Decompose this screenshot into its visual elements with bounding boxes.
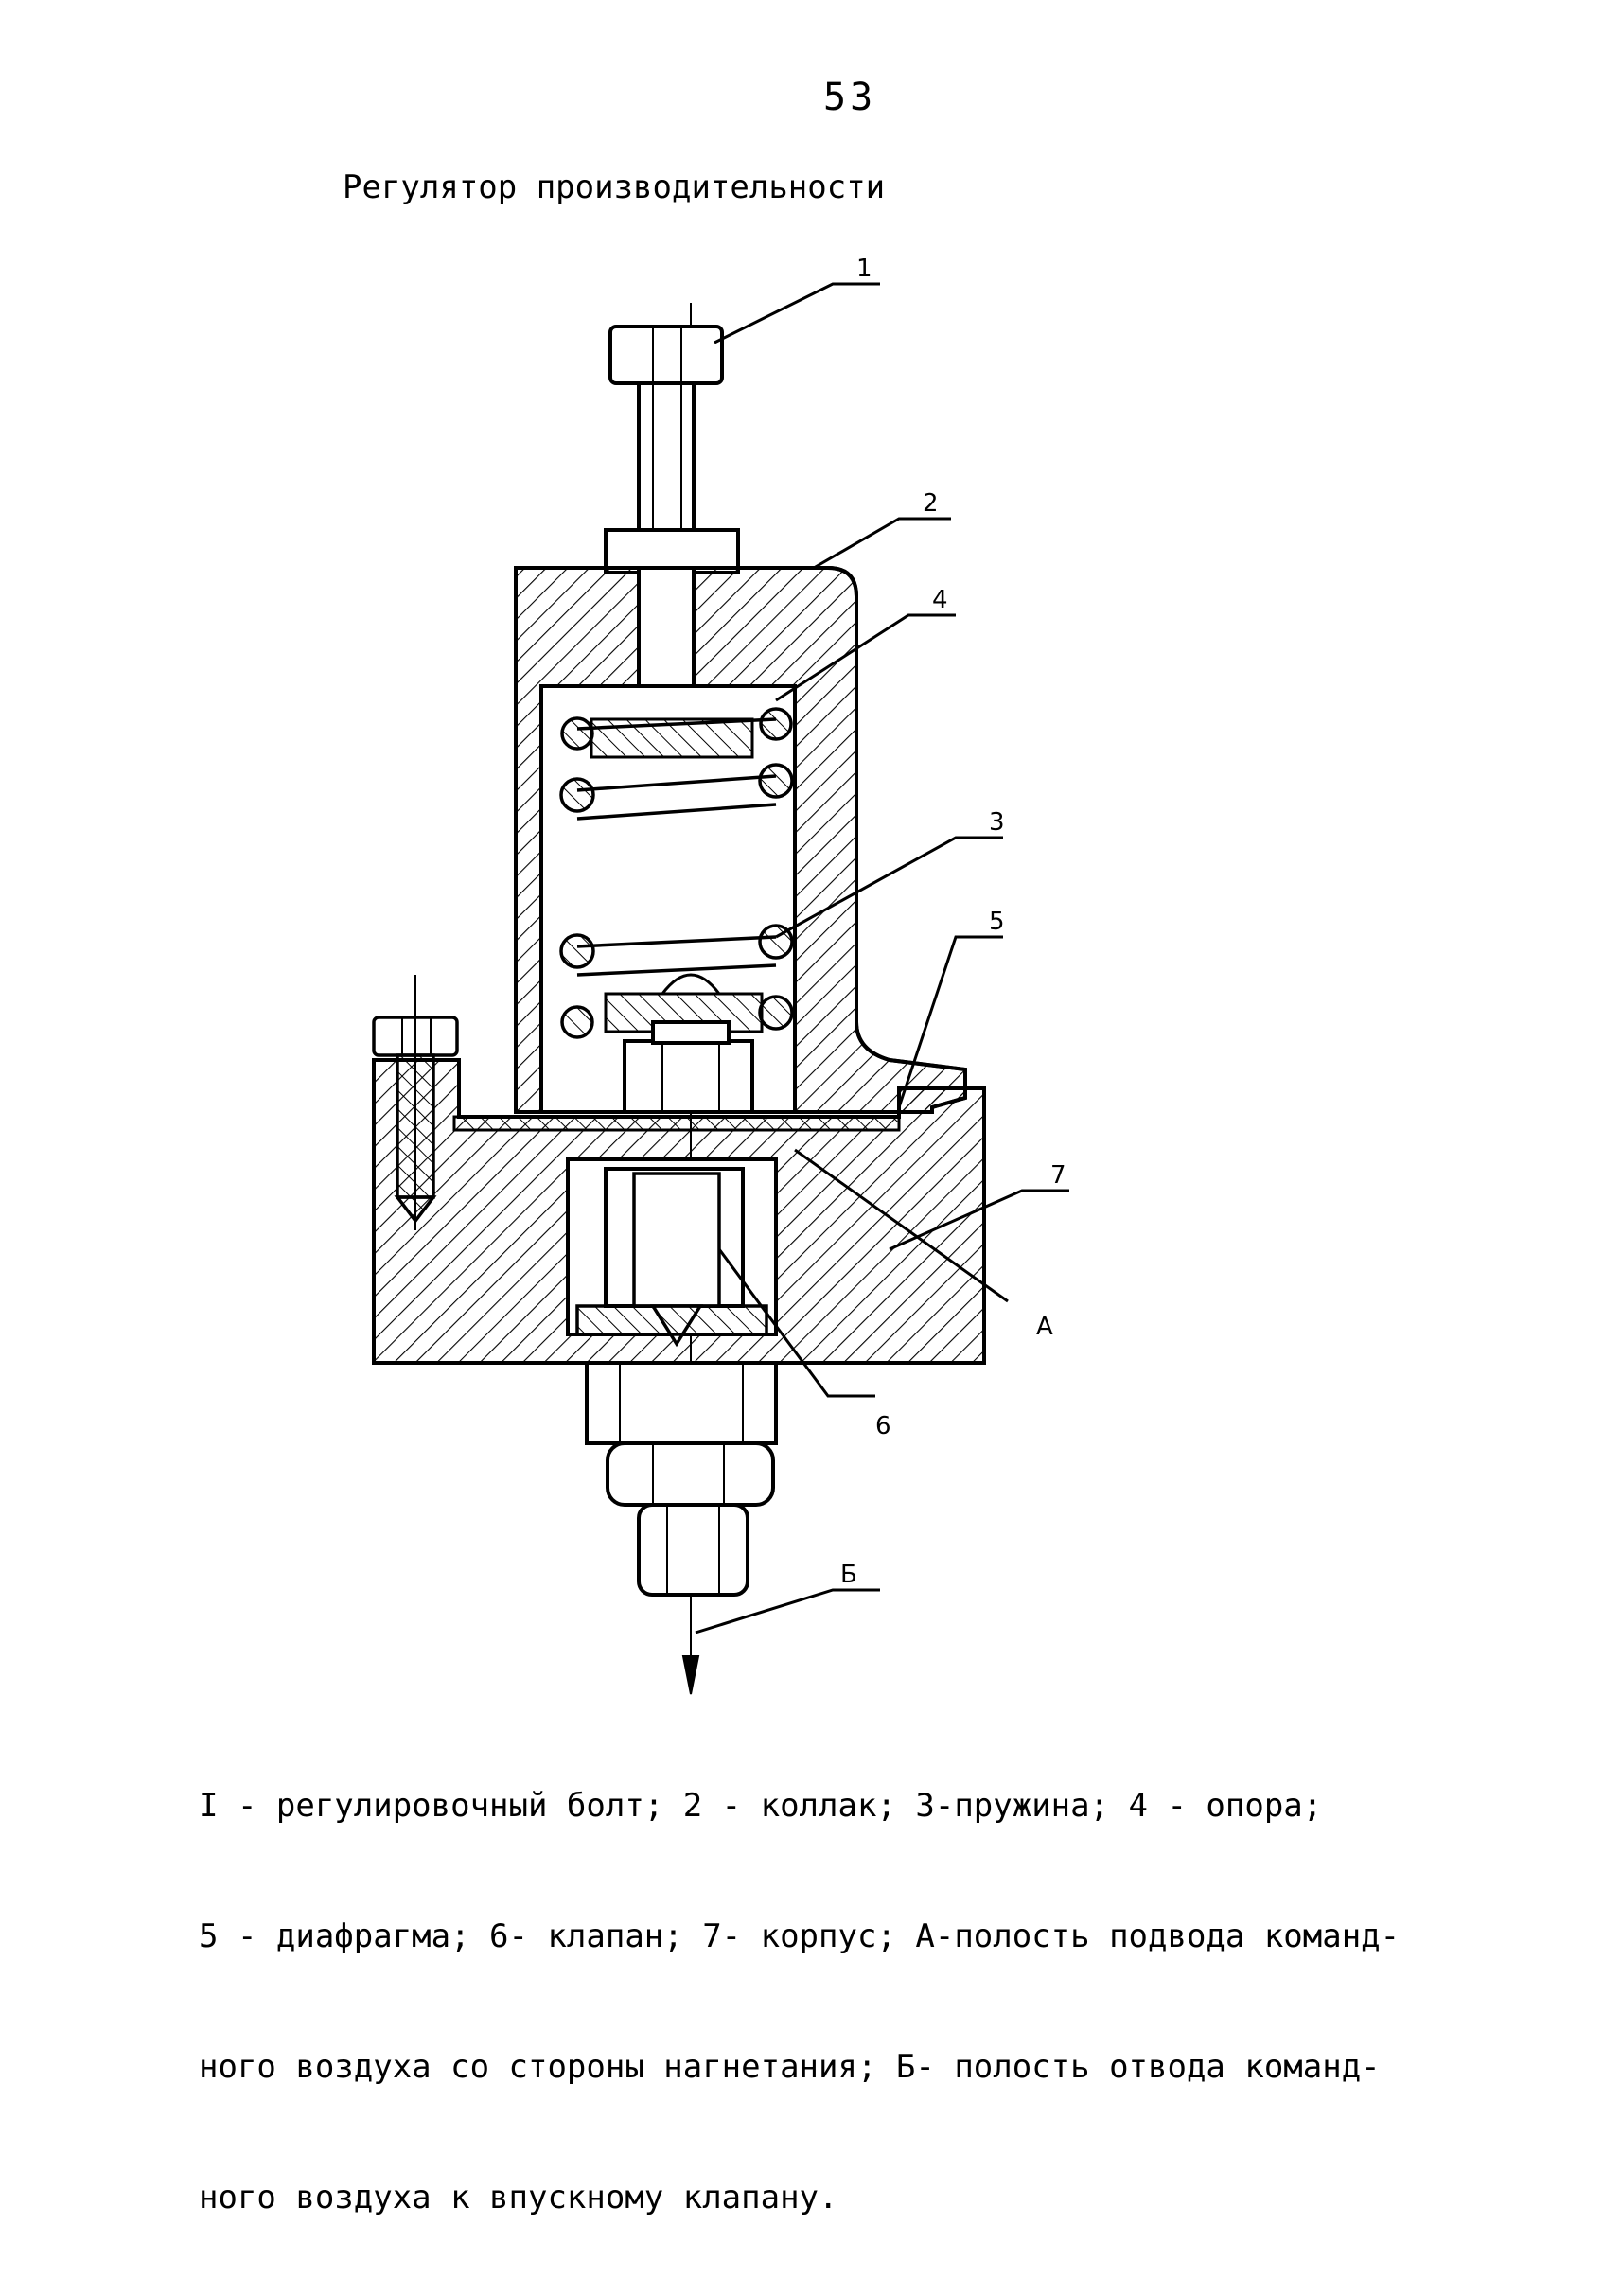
callout-3: 3 (989, 808, 1005, 837)
callout-1: 1 (856, 255, 872, 283)
callout-5: 5 (989, 908, 1005, 936)
caption-line: I - регулировочный болт; 2 - коллак; 3-п… (199, 1787, 1323, 1825)
caption-line: ного воздуха к впускному клапану. (199, 2179, 838, 2217)
figure-caption: I - регулировочный болт; 2 - коллак; 3-п… (199, 1708, 1457, 2296)
caption-line: ного воздуха со стороны нагнетания; Б- п… (199, 2048, 1381, 2086)
outlet-fitting (585, 1361, 778, 1597)
spring (559, 707, 794, 1039)
regulator-drawing: 1 2 4 3 5 7 А 6 Б (372, 255, 1069, 1695)
upper-support (590, 717, 754, 759)
valve-stem (623, 1020, 754, 1114)
callout-labels: 1 2 4 3 5 7 А 6 Б (840, 255, 1066, 1589)
valve (575, 1172, 768, 1348)
page-number: 53 (823, 76, 877, 119)
caption-line: 5 - диафрагма; 6- клапан; 7- корпус; А-п… (199, 1917, 1401, 1955)
callout-7: 7 (1050, 1161, 1066, 1190)
callout-6: 6 (875, 1412, 891, 1440)
figure-title: Регулятор производительности (343, 168, 886, 206)
leader-lines (695, 282, 1069, 1634)
callout-a: А (1036, 1313, 1053, 1341)
callout-4: 4 (932, 586, 948, 614)
callout-b: Б (840, 1561, 857, 1589)
callout-2: 2 (923, 489, 939, 518)
